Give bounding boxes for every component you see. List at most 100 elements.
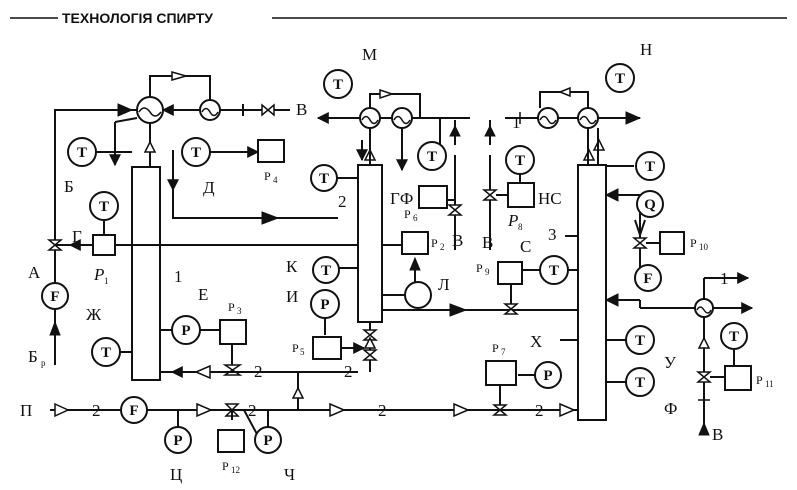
label-column-3: 3	[548, 225, 557, 244]
label-p2-sub: 2	[440, 242, 445, 252]
label-p8-sub: 8	[518, 222, 523, 232]
temp-sensor-f	[625, 367, 655, 397]
line-label-2: 2	[344, 362, 353, 381]
label-d: Д	[203, 178, 215, 197]
label-v4: В	[712, 425, 723, 444]
label-g: Г	[72, 227, 82, 246]
instrument-letter: P	[263, 433, 272, 449]
instrument-letter: F	[50, 289, 59, 305]
temp-sensor-k	[312, 256, 340, 284]
label-p3-sub: 3	[237, 306, 242, 316]
label-gf: ГФ	[390, 189, 413, 208]
controller-p6	[418, 185, 448, 209]
label-v2: В	[452, 231, 463, 250]
label-l: Л	[438, 275, 450, 294]
temp-sensor-gf	[417, 141, 447, 171]
pressure-sensor-ch	[254, 426, 282, 454]
instrument-letter: T	[99, 199, 109, 215]
label-p10-sub: 10	[699, 242, 709, 252]
temp-sensor-g	[89, 191, 119, 221]
label-b: Б	[64, 177, 74, 196]
instrument-letter: T	[333, 77, 343, 93]
column-1	[131, 166, 161, 381]
column-3	[577, 164, 607, 421]
level-sensor-l	[404, 281, 432, 309]
label-p11-sub: 11	[765, 379, 774, 389]
instrument-letter: T	[191, 145, 201, 161]
label-e: Е	[198, 285, 208, 304]
label-one-top: 1	[512, 113, 521, 132]
line-label-2: 2	[248, 401, 257, 420]
label-p8: P	[507, 211, 518, 230]
controller-p9	[497, 261, 523, 285]
temp-sensor-c	[539, 255, 569, 285]
controller-p12	[217, 429, 245, 453]
pressure-sensor-i	[310, 289, 340, 319]
line-label-2: 2	[92, 401, 101, 420]
controller-p2	[401, 231, 429, 255]
controller-p5	[312, 336, 342, 360]
label-x: Х	[530, 332, 542, 351]
label-p2: P	[431, 236, 438, 250]
instrument-letter: T	[729, 329, 739, 345]
temp-sensor-h	[605, 63, 635, 93]
label-br-sub: р	[41, 358, 46, 368]
instrument-letter: P	[320, 297, 329, 313]
pressure-sensor-e	[171, 315, 201, 345]
label-p1: P	[93, 265, 104, 284]
line-label-2: 2	[378, 401, 387, 420]
flow-sensor-a	[41, 282, 69, 310]
instrument-letter: F	[643, 271, 652, 287]
controller-p4	[257, 139, 285, 163]
label-p9: P	[476, 261, 483, 275]
quality-sensor-q	[636, 190, 664, 218]
label-zh: Ж	[86, 305, 102, 324]
temp-sensor-zh	[91, 337, 121, 367]
label-p7-sub: 7	[501, 347, 506, 357]
temp-sensor-m	[323, 69, 353, 99]
label-p12-sub: 12	[231, 465, 240, 475]
label-p5: P	[292, 341, 299, 355]
label-br: Б	[28, 347, 38, 366]
label-hc: НС	[538, 189, 562, 208]
controller-p11	[724, 365, 752, 391]
label-i: И	[286, 287, 298, 306]
pressure-sensor-x	[534, 361, 562, 389]
label-p5-sub: 5	[300, 347, 305, 357]
label-p12: P	[222, 459, 229, 473]
controller-p1	[92, 234, 116, 256]
instrument-letter: Q	[644, 197, 656, 213]
label-a: А	[28, 263, 41, 282]
instrument-letter: T	[427, 149, 437, 165]
label-ts: Ц	[170, 465, 182, 484]
temp-sensor-d	[181, 137, 211, 167]
instrument-letter: T	[77, 145, 87, 161]
label-p9-sub: 9	[485, 267, 490, 277]
label-p7: P	[492, 341, 499, 355]
instrument-letter: T	[101, 345, 111, 361]
controller-p10	[659, 231, 685, 255]
label-f: Ф	[664, 399, 677, 418]
label-one-right: 1	[720, 269, 729, 288]
label-p10: P	[690, 236, 697, 250]
column-2	[357, 164, 383, 323]
instrument-letter: F	[129, 403, 138, 419]
label-column-1: 1	[174, 267, 183, 286]
label-p1-sub: 1	[104, 276, 109, 286]
label-v3: В	[482, 233, 493, 252]
instrument-letter: T	[515, 153, 525, 169]
instrument-letter: T	[321, 263, 331, 279]
label-m: М	[362, 45, 377, 64]
temp-sensor-b	[67, 137, 97, 167]
flow-sensor-f-bottom	[120, 396, 148, 424]
label-h: Н	[640, 40, 652, 59]
label-p6-sub: 6	[413, 213, 418, 223]
label-column-2: 2	[338, 192, 347, 211]
flow-sensor-f-right	[634, 264, 662, 292]
instrument-letter: P	[543, 368, 552, 384]
label-p6: P	[404, 207, 411, 221]
pressure-sensor-ts	[164, 426, 192, 454]
instrument-letter: P	[173, 433, 182, 449]
controller-p8	[507, 182, 535, 208]
temp-sensor-col2	[310, 164, 338, 192]
